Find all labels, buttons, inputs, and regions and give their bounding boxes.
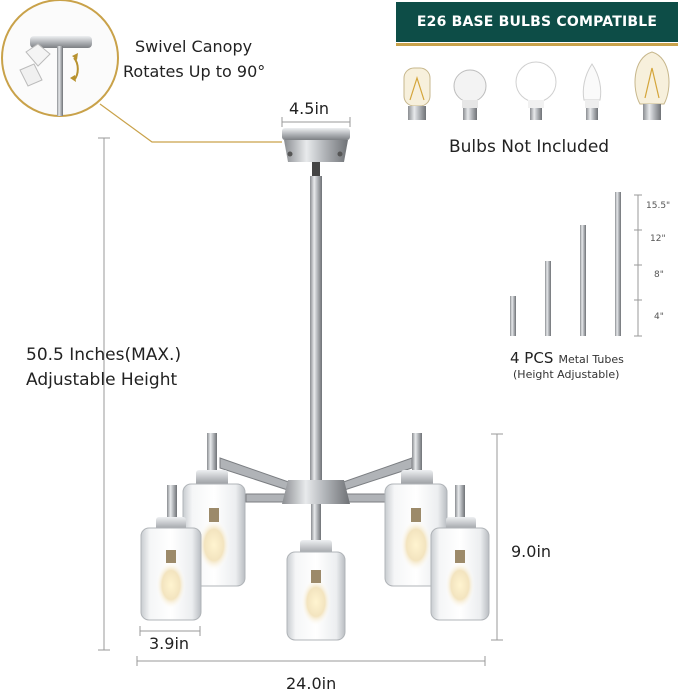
central-hub	[282, 480, 350, 504]
total-width-label: 24.0in	[286, 674, 337, 692]
shade-front-left	[140, 517, 202, 621]
st64-edison-bulb-icon	[634, 51, 670, 120]
compatibility-banner: E26 BASE BULBS COMPATIBLE	[396, 2, 678, 46]
lamp-posts	[167, 433, 465, 544]
tubes-title: 4 PCS Metal Tubes	[510, 348, 624, 367]
down-rod	[310, 176, 322, 486]
tube-length-3: 8"	[654, 270, 664, 280]
canopy-width-label: 4.5in	[289, 99, 330, 118]
tube-4in	[510, 296, 516, 336]
shade-width-label: 3.9in	[149, 634, 190, 653]
tubes-subtitle: (Height Adjustable)	[513, 368, 620, 381]
height-label-line2: Adjustable Height	[26, 370, 178, 390]
banner-text: E26 BASE BULBS COMPATIBLE	[416, 14, 658, 30]
metal-tubes	[510, 192, 621, 336]
candle-bulb-icon	[582, 63, 602, 120]
tube-12in	[580, 225, 586, 336]
tube-length-4: 4"	[654, 312, 664, 322]
dimension-lines	[98, 117, 642, 666]
ceiling-canopy	[282, 128, 350, 180]
globe-bulb-icon	[515, 61, 557, 120]
tube-15-5in	[615, 192, 621, 336]
tubular-edison-bulb-icon	[403, 67, 431, 120]
swivel-canopy-inset	[1, 0, 119, 117]
bulb-icons	[403, 51, 670, 120]
tube-8in	[545, 261, 551, 336]
bulbs-caption: Bulbs Not Included	[449, 137, 610, 157]
swivel-text-line2: Rotates Up to 90°	[123, 62, 266, 81]
tubes-count: 4 PCS	[510, 349, 554, 367]
swivel-text-line1: Swivel Canopy	[135, 37, 253, 56]
tube-length-1: 15.5"	[646, 201, 671, 211]
shade-center	[286, 540, 346, 641]
tubes-title-rest: Metal Tubes	[558, 353, 624, 366]
height-label-line1: 50.5 Inches(MAX.)	[26, 345, 182, 365]
fixture-height-label: 9.0in	[511, 542, 552, 561]
shade-front-right	[430, 517, 490, 621]
a19-bulb-icon	[453, 69, 487, 120]
glass-shades	[140, 470, 490, 641]
tube-length-2: 12"	[650, 234, 666, 244]
leader-line	[99, 103, 282, 143]
